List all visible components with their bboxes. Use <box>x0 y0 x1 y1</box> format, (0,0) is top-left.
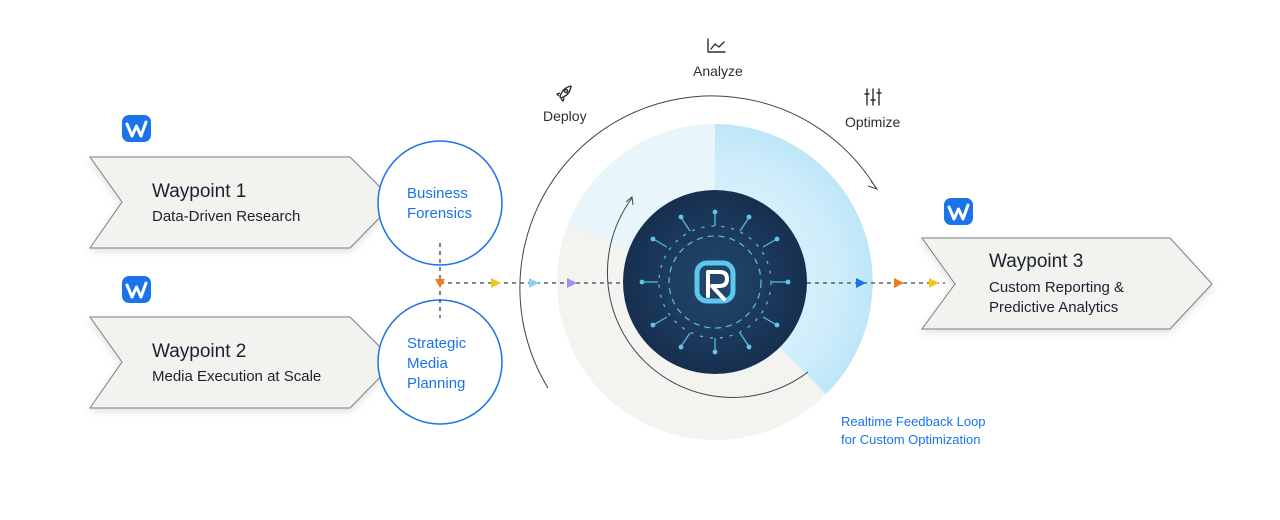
inner-arc-arrowhead <box>625 196 634 206</box>
bubble-2-line-3: Planning <box>407 375 465 392</box>
waypoint-3-subtitle-line-1: Custom Reporting & <box>989 279 1124 296</box>
loop-outer-arc <box>519 95 877 389</box>
flow-arrow-orange <box>894 278 904 288</box>
flow-arrow-light-blue <box>529 278 539 288</box>
stage-label-analyze: Analyze <box>693 63 743 79</box>
waypoint-1-subtitle: Data-Driven Research <box>152 208 300 225</box>
flow-arrow-yellow <box>929 278 939 288</box>
platform-logo-icon <box>694 260 736 304</box>
waypoint-3-title: Waypoint 3 <box>989 251 1083 272</box>
flow-arrow-orange <box>435 279 445 288</box>
bubble-2-line-1: Strategic <box>407 335 467 352</box>
waypoint-2-subtitle: Media Execution at Scale <box>152 368 321 385</box>
circuit-pattern <box>644 214 786 350</box>
business-forensics-bubble <box>377 140 503 266</box>
flow-arrow-blue <box>856 278 866 288</box>
bubble-2-line-2: Media <box>407 355 449 372</box>
line-chart-icon <box>707 38 726 53</box>
rocket-icon <box>556 85 572 102</box>
brand-logo-icon <box>944 198 973 225</box>
platform-core <box>623 190 807 374</box>
flow-arrow-purple <box>567 278 577 288</box>
feedback-loop-label-line-1: Realtime Feedback Loop <box>841 414 986 429</box>
waypoint-1-title: Waypoint 1 <box>152 181 246 202</box>
stage-label-optimize: Optimize <box>845 114 900 130</box>
bubble-1-line-1: Business <box>407 185 468 202</box>
sliders-icon <box>864 88 882 106</box>
loop-inner-arc <box>606 197 809 398</box>
bubble-1-line-2: Forensics <box>407 205 472 222</box>
waypoint-3-subtitle-line-2: Predictive Analytics <box>989 299 1118 316</box>
flow-arrow-yellow <box>491 278 501 288</box>
waypoint-2-panel <box>89 316 396 409</box>
circuit-nodes <box>639 209 791 355</box>
outer-arc-arrowhead <box>867 180 879 190</box>
brand-logo-icon <box>122 276 151 303</box>
waypoint-3-panel <box>921 237 1213 330</box>
waypoint-1-panel <box>89 156 396 249</box>
brand-logo-icon <box>122 115 151 142</box>
stage-label-deploy: Deploy <box>543 108 587 124</box>
feedback-loop-label-line-2: for Custom Optimization <box>841 432 980 447</box>
waypoint-2-title: Waypoint 2 <box>152 341 246 362</box>
